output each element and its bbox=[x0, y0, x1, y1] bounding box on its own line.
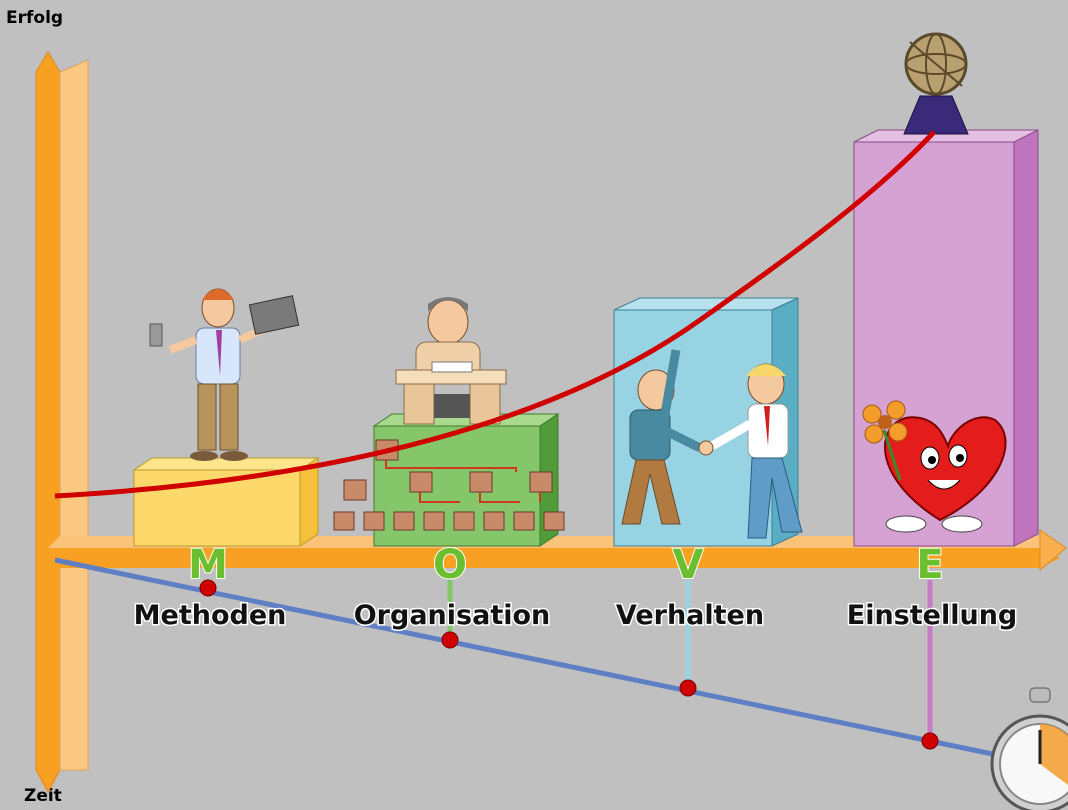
x-axis-label: Zeit bbox=[24, 786, 62, 806]
stage-markers: MMethodenOOrganisationVVerhaltenEEinstel… bbox=[132, 541, 1019, 750]
stage-letter-o: O bbox=[433, 542, 467, 588]
stage-dot-organisation bbox=[441, 631, 459, 649]
heart-with-flower-icon bbox=[862, 400, 1007, 533]
stage-dot-methoden bbox=[199, 579, 217, 597]
mechanic-figure-icon bbox=[149, 288, 300, 461]
y-axis-arrow bbox=[35, 51, 89, 794]
stage-dot-einstellung bbox=[921, 732, 939, 750]
stage-label-organisation: Organisation bbox=[354, 600, 551, 631]
trophy-globe-icon bbox=[903, 32, 969, 135]
stage-label-verhalten: Verhalten bbox=[616, 600, 764, 631]
success-curve bbox=[54, 130, 936, 499]
org-chart-icon bbox=[333, 439, 565, 531]
stage-label-methoden: Methoden bbox=[134, 600, 287, 631]
stage-letter-e: E bbox=[916, 542, 943, 588]
time-line bbox=[54, 557, 1013, 761]
handshake-figures-icon bbox=[621, 349, 803, 539]
stopwatch-icon bbox=[990, 687, 1068, 810]
manager-at-desk-icon bbox=[395, 297, 507, 425]
y-axis-label: Erfolg bbox=[6, 8, 64, 28]
stage-dot-verhalten bbox=[679, 679, 697, 697]
stage-label-einstellung: Einstellung bbox=[847, 600, 1018, 631]
stage-letter-v: V bbox=[673, 542, 704, 588]
